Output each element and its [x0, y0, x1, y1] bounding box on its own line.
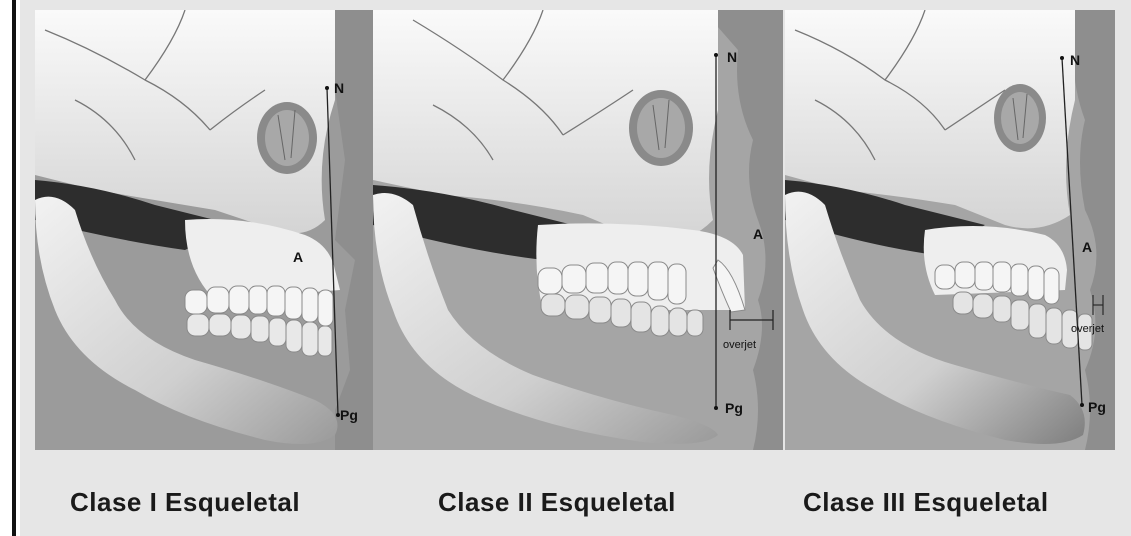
- caption-class-2: Clase II Esqueletal: [438, 487, 676, 518]
- point-a-label: A: [293, 249, 303, 265]
- point-pg-label: Pg: [1088, 399, 1106, 415]
- panel-class-3: overjet N A Pg: [785, 10, 1115, 450]
- point-n-label: N: [334, 80, 344, 96]
- point-n-label: N: [1070, 52, 1080, 68]
- skull-illustration-class-2: overjet N A Pg: [373, 10, 783, 450]
- point-a-label: A: [1082, 239, 1092, 255]
- overjet-label: overjet: [1071, 323, 1104, 335]
- skull-illustration-class-1: N A Pg: [35, 10, 373, 450]
- point-pg-label: Pg: [725, 400, 743, 416]
- panel-class-2: overjet N A Pg: [373, 10, 783, 450]
- point-a-label: A: [753, 226, 763, 242]
- panel-class-1: N A Pg: [35, 10, 373, 450]
- caption-class-3: Clase III Esqueletal: [803, 487, 1049, 518]
- overjet-label: overjet: [723, 339, 756, 351]
- caption-class-1: Clase I Esqueletal: [70, 487, 300, 518]
- point-n-label: N: [727, 49, 737, 65]
- skull-illustration-class-3: overjet N A Pg: [785, 10, 1115, 450]
- left-border: [12, 0, 16, 536]
- point-pg-label: Pg: [340, 407, 358, 423]
